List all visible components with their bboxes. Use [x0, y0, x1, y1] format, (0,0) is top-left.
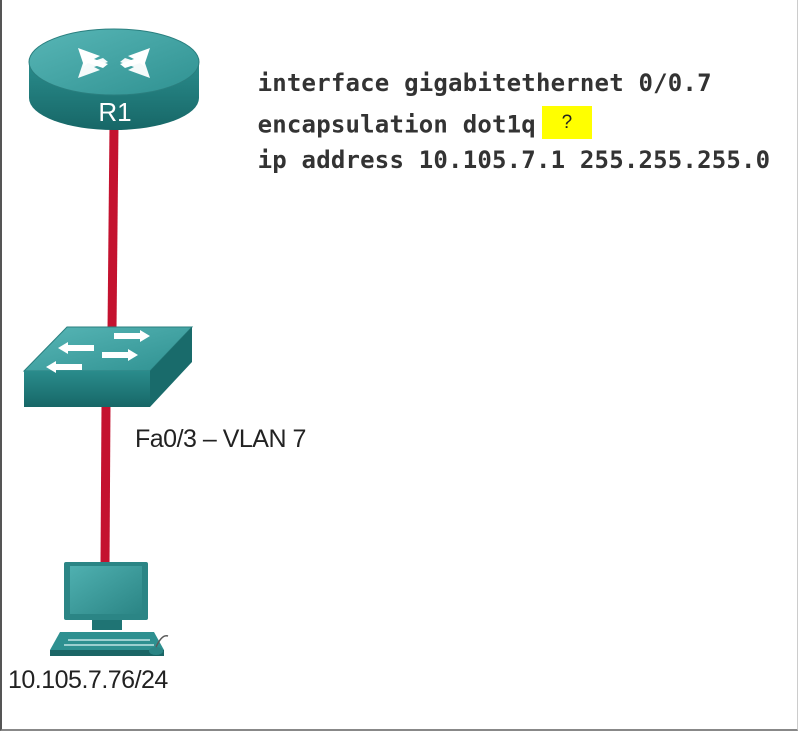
- link-router-switch: [107, 124, 119, 331]
- pc-ip-label: 10.105.7.76/24: [8, 666, 168, 694]
- router-name: R1: [98, 97, 131, 127]
- switch-icon: [22, 326, 194, 407]
- pc-icon: [50, 562, 169, 656]
- answer-placeholder: ?: [561, 112, 573, 133]
- config-line-encapsulation: encapsulation dot1q?: [199, 85, 592, 166]
- config-line-encapsulation-text: encapsulation dot1q: [257, 110, 536, 139]
- switch-port-label: Fa0/3 – VLAN 7: [135, 425, 306, 453]
- answer-highlight-box: ?: [541, 106, 592, 139]
- config-line-interface-text: interface gigabitethernet 0/0.7: [257, 69, 712, 97]
- config-line-interface: interface gigabitethernet 0/0.7: [199, 47, 712, 119]
- config-line-ip-address: ip address 10.105.7.1 255.255.255.0: [199, 124, 771, 196]
- config-line-ip-address-text: ip address 10.105.7.1 255.255.255.0: [257, 146, 771, 174]
- router-icon: [28, 28, 200, 130]
- link-switch-pc: [100, 404, 111, 566]
